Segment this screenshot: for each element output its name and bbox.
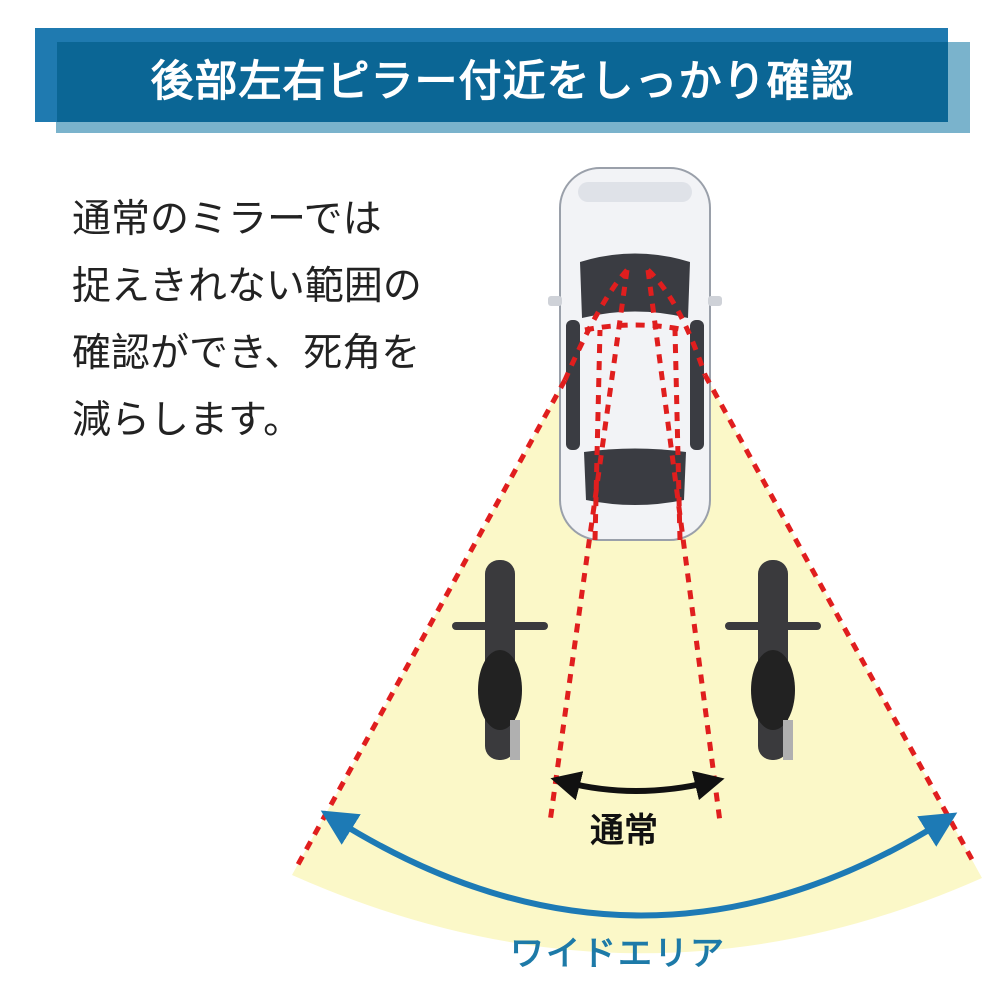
normal-range-arrow (550, 770, 725, 801)
car-outline-line (584, 322, 686, 541)
mirror-line-left (562, 268, 629, 382)
description-line: 捉えきれない範囲の (72, 264, 422, 309)
description-line: 通常のミラーでは (72, 197, 382, 242)
normal-right-line (645, 269, 723, 823)
motorcycle-left-icon (452, 560, 548, 760)
wide-range-arrow (320, 810, 958, 919)
description-line: 確認ができ、死角を (72, 331, 421, 376)
motorcycle-right-icon (725, 560, 821, 760)
wide-left-line (292, 378, 568, 872)
wide-area-label: ワイドエリア (510, 934, 726, 974)
description: 通常のミラーでは 捉えきれない範囲の 確認ができ、死角を 減らします。 (72, 186, 422, 454)
view-lines (292, 268, 978, 872)
mirror-line-right (646, 268, 708, 376)
page-title: 後部左右ピラー付近をしっかり確認 (150, 57, 855, 107)
description-line: 減らします。 (72, 398, 303, 443)
car-icon (548, 167, 722, 541)
header-banner (57, 42, 948, 122)
normal-label: 通常 (590, 811, 658, 851)
wide-right-line (702, 373, 978, 867)
wide-view-area (292, 380, 982, 954)
normal-left-line (547, 269, 630, 823)
